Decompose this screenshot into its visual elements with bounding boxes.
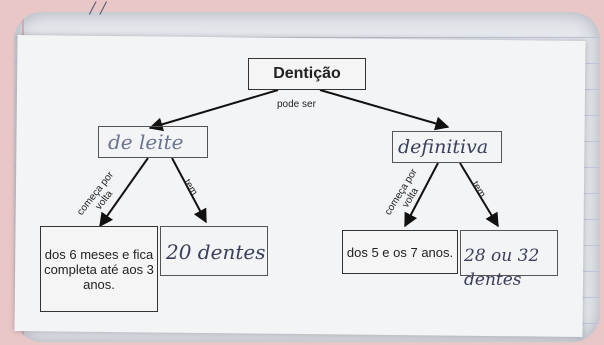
left-count-box — [160, 226, 268, 276]
link-label-main: pode ser — [277, 99, 316, 110]
left-answer-handwriting: de leite — [108, 130, 184, 154]
left-answer-box — [98, 126, 208, 158]
right-count-handwriting: 28 ou 32 dentes — [464, 246, 540, 290]
right-count-box — [460, 230, 558, 276]
arrow-root-left — [148, 89, 279, 132]
right-answer-box — [392, 131, 502, 163]
right-answer-handwriting: definitiva — [398, 136, 489, 158]
left-start-box: dos 6 meses e fica completa até aos 3 an… — [40, 226, 158, 312]
arrow-root-right — [319, 89, 450, 131]
arrow-left-starts — [99, 157, 149, 228]
notebook-scribble: / / — [90, 0, 106, 17]
left-count-handwriting: 20 dentes — [166, 240, 266, 264]
root-concept-box: Dentição — [248, 58, 366, 90]
right-start-box: dos 5 e os 7 anos. — [342, 230, 458, 274]
arrow-right-starts — [404, 162, 439, 228]
arrow-left-has — [171, 157, 207, 224]
arrow-right-has — [459, 162, 499, 228]
